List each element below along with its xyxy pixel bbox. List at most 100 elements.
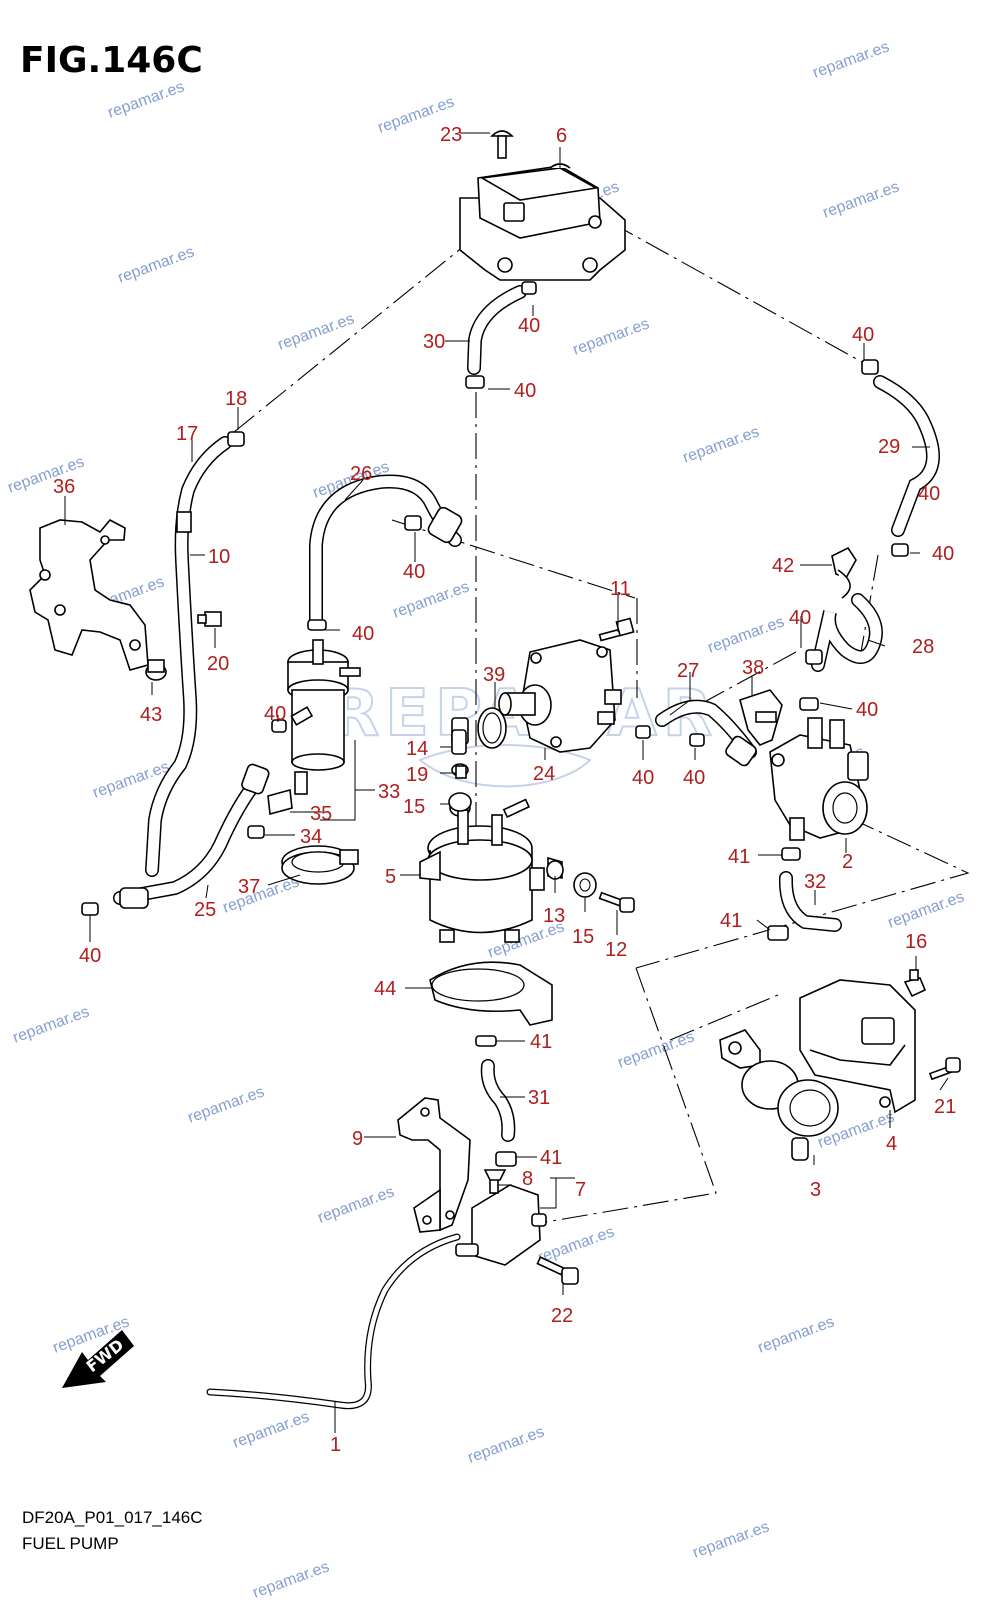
part-bolt-22 <box>536 1256 579 1285</box>
hose-27 <box>655 699 757 767</box>
callout-12: 12 <box>605 939 627 961</box>
callout-30: 30 <box>423 331 445 353</box>
part-pump-2 <box>769 717 869 841</box>
hose-26 <box>307 474 463 631</box>
callout-14: 14 <box>406 738 428 760</box>
watermark-text: repamar.es <box>116 243 197 286</box>
hose-29 <box>861 359 940 557</box>
part-fuel-filter-33 <box>247 639 361 839</box>
callout-43: 43 <box>140 704 162 726</box>
callout-1: 1 <box>330 1434 341 1456</box>
callout-28: 28 <box>912 636 934 658</box>
hose-30 <box>465 281 537 389</box>
callout-32: 32 <box>804 871 826 893</box>
callout-3: 3 <box>810 1179 821 1201</box>
watermark-text: repamar.es <box>231 1408 312 1451</box>
callout-25: 25 <box>194 899 216 921</box>
watermark-text: repamar.es <box>616 1028 697 1071</box>
callout-15-b: 15 <box>572 926 594 948</box>
callout-41-d: 41 <box>540 1147 562 1169</box>
watermark-text: repamar.es <box>821 178 902 221</box>
figure-code: DF20A_P01_017_146C <box>22 1508 203 1527</box>
part-grommet-43 <box>145 659 167 681</box>
callout-40-b: 40 <box>514 380 536 402</box>
callout-17: 17 <box>176 423 198 445</box>
callout-2: 2 <box>842 851 853 873</box>
callout-41-a: 41 <box>728 846 750 868</box>
callout-29: 29 <box>878 436 900 458</box>
hose-1 <box>206 1233 461 1410</box>
watermark-text: repamar.es <box>391 578 472 621</box>
callout-40-a: 40 <box>518 315 540 337</box>
callout-38: 38 <box>742 657 764 679</box>
part-bolt-20 <box>197 611 222 627</box>
part-oring-39 <box>477 707 507 749</box>
part-vapor-separator <box>459 130 626 281</box>
callout-40-e: 40 <box>403 561 425 583</box>
callout-40-k: 40 <box>632 767 654 789</box>
part-ring-37 <box>281 845 359 885</box>
callout-41-c: 41 <box>530 1031 552 1053</box>
callout-33: 33 <box>378 781 400 803</box>
callout-44: 44 <box>374 978 396 1000</box>
callout-41-b: 41 <box>720 910 742 932</box>
watermark-text: repamar.es <box>571 315 652 358</box>
callout-8: 8 <box>522 1168 533 1190</box>
callout-40-j: 40 <box>856 699 878 721</box>
callout-4: 4 <box>886 1133 897 1155</box>
callout-37: 37 <box>238 876 260 898</box>
callout-7: 7 <box>575 1179 586 1201</box>
callout-40-l: 40 <box>683 767 705 789</box>
watermark-text: repamar.es <box>186 1083 267 1126</box>
callout-40-c: 40 <box>852 324 874 346</box>
figure-caption: FUEL PUMP <box>22 1534 119 1553</box>
hose-25 <box>81 763 270 916</box>
watermark-text: repamar.es <box>251 1558 332 1600</box>
callout-27: 27 <box>677 660 699 682</box>
part-bolt-11 <box>598 617 635 642</box>
part-gasket-44 <box>429 961 553 1026</box>
part-clip-38 <box>739 689 783 746</box>
leader-lines <box>64 132 949 1433</box>
watermark-text: repamar.es <box>886 888 967 931</box>
watermark-text: repamar.es <box>276 310 357 353</box>
callout-20: 20 <box>207 653 229 675</box>
callout-21: 21 <box>934 1096 956 1118</box>
watermark-text: repamar.es <box>681 423 762 466</box>
watermark-text: repamar.es <box>316 1183 397 1226</box>
part-clip-42 <box>831 546 857 599</box>
callout-5: 5 <box>385 866 396 888</box>
watermark-text: repamar.es <box>756 1313 837 1356</box>
callout-34: 34 <box>300 826 322 848</box>
callout-22: 22 <box>551 1305 573 1327</box>
watermark-text: repamar.es <box>466 1423 547 1466</box>
part-inlet-3 <box>719 1029 839 1161</box>
hose-32 <box>767 847 842 941</box>
part-bracket-36 <box>29 518 149 671</box>
callout-31: 31 <box>528 1087 550 1109</box>
part-mount-24 <box>498 639 651 753</box>
callout-40-i: 40 <box>789 607 811 629</box>
watermark-text: repamar.es <box>811 38 892 81</box>
callout-42: 42 <box>772 555 794 577</box>
callout-10: 10 <box>208 546 230 568</box>
callout-11: 11 <box>610 578 631 600</box>
callout-40-d: 40 <box>932 543 954 565</box>
callout-35: 35 <box>310 803 332 825</box>
watermark-text: repamar.es <box>706 613 787 656</box>
watermark-text: repamar.es <box>106 78 187 121</box>
watermark-text: repamar.es <box>221 873 302 916</box>
hose-10 <box>145 431 245 877</box>
part-bolt-21 <box>928 1057 961 1081</box>
callout-24: 24 <box>533 763 555 785</box>
callout-19: 19 <box>406 764 428 786</box>
part-fittings-14-19-15 <box>448 729 472 812</box>
callout-9: 9 <box>352 1128 363 1150</box>
callout-23: 23 <box>440 124 462 146</box>
callout-6: 6 <box>556 125 567 147</box>
part-screw-16 <box>903 969 927 998</box>
callout-layer: 1 2 3 4 5 6 7 8 9 10 11 12 13 14 15 15 1… <box>53 124 956 1456</box>
hose-28 <box>799 593 883 711</box>
part-bracket-9 <box>397 1097 471 1233</box>
